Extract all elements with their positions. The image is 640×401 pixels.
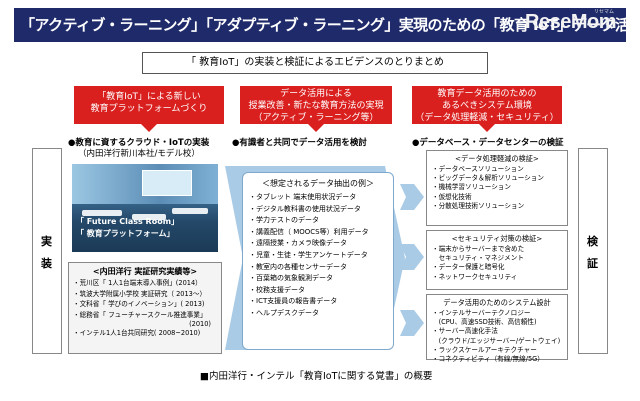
photo-desk	[132, 214, 166, 220]
title-bar: 「アクティブ・ラーニング」「アダプティブ・ラーニング」実現のための「教育 IoT…	[14, 8, 640, 42]
panel-item: セキュリティ・マネジメント	[432, 254, 524, 263]
pillar-data-use-arrow	[308, 124, 324, 132]
photo-caption-1: 「 Future Class Room」	[76, 217, 180, 226]
pillar-platform-arrow	[141, 124, 157, 132]
panel-data-processing: <データ処理軽減の検証> ・データベースソリューション ・ビッグデータ＆解析ソリ…	[426, 150, 568, 226]
summary-box: 「 教育IoT」の実装と検証によるエビデンスのとりまとめ	[142, 52, 488, 74]
data-examples-title: ＜想定されるデータ抽出の例＞	[262, 179, 374, 188]
col-label-datacenter: ●データベース・データセンターの検証	[412, 138, 564, 148]
data-example-item: ・タブレット 端末使用状況データ	[249, 193, 357, 201]
data-example-item: ・児童・生徒・学生アンケートデータ	[249, 250, 368, 259]
pillar-system-line3: （データ処理軽減・セキュリティ）	[415, 113, 559, 123]
data-example-item: ・デジタル教科書の使用状況データ	[249, 204, 361, 213]
panel-item: (クラウド/エッジサーバー/ゲートウェイ)	[432, 336, 561, 345]
arrow-right-icon	[400, 184, 424, 210]
pillar-system: 教育データ活用のための あるべきシステム環境 （データ処理軽減・セキュリティ）	[412, 86, 562, 124]
panel-item: ・ビッグデータ＆解析ソリューション	[432, 174, 544, 183]
arrow-right-icon	[400, 310, 424, 336]
data-example-item: ・ICT支援員の報告書データ	[249, 297, 338, 306]
side-verification-char1: 検	[587, 235, 598, 248]
pillar-system-arrow	[479, 124, 495, 132]
record-item: ・文科省「 学びのイノベーション」( 2013)	[73, 300, 205, 308]
panel-data-processing-title: <データ処理軽減の検証>	[455, 154, 539, 163]
data-example-item: ・講義配信（ MOOCS等）利用データ	[249, 227, 369, 236]
panel-system-design-title: データ活用のためのシステム設計	[443, 298, 551, 307]
pillar-platform-line2: 教育プラットフォームづくり	[90, 104, 208, 114]
pillar-platform: 「教育IoT」による新しい 教育プラットフォームづくり	[74, 86, 224, 124]
record-item: ・筑波大学附属小学校 実証研究（ 2013～）	[73, 289, 207, 298]
data-example-item: ・教室内の各種センサーデータ	[249, 262, 347, 271]
photo-desk	[172, 208, 208, 214]
data-examples-box: ＜想定されるデータ抽出の例＞ ・タブレット 端末使用状況データ ・デジタル教科書…	[242, 172, 394, 350]
pillar-data-use-line3: （アクティブ・ラーニング等）	[253, 113, 379, 123]
side-implementation-char2: 装	[41, 257, 52, 270]
data-example-item: ・校務支援データ	[249, 285, 305, 294]
record-title: <内田洋行 実証研究実績等>	[92, 267, 198, 276]
panel-item: ・コネクティビティ（有線/無線/5G）	[432, 355, 544, 364]
pillar-platform-line1: 「教育IoT」による新しい	[97, 92, 201, 102]
record-item: ・荒川区「 1人1台端末導入事例」(2014）	[73, 279, 202, 287]
col-label-implementation: ●教育に資するクラウド・IoTの実装	[68, 138, 210, 148]
panel-item: ・端末からサーバーまで含めた	[432, 245, 525, 253]
research-record-box: <内田洋行 実証研究実績等> ・荒川区「 1人1台端末導入事例」(2014） ・…	[68, 262, 222, 354]
page-title: 「アクティブ・ラーニング」「アダプティブ・ラーニング」実現のための「教育 IoT…	[20, 16, 640, 34]
classroom-photo: 「 Future Class Room」 「 教育プラットフォーム」	[72, 164, 218, 252]
side-verification-char2: 証	[587, 257, 598, 270]
panel-security: <セキュリティ対策の検証> ・端末からサーバーまで含めた セキュリティ・マネジメ…	[426, 230, 568, 290]
data-example-item: ・学力テストのデータ	[249, 216, 319, 225]
panel-item: ・仮想化技術	[432, 192, 472, 201]
side-box-verification: 検 証	[578, 148, 608, 354]
photo-screen	[142, 170, 192, 196]
panel-item: (CPU、高速SSD技術、高信頼性)	[432, 318, 537, 327]
figure-caption: ■内田洋行・インテル「教育IoTに関する覚書」の概要	[200, 371, 433, 382]
side-box-implementation: 実 装	[32, 148, 62, 354]
pillar-data-use-line1: データ活用による	[280, 89, 352, 99]
panel-item: ・機械学習ソリューション	[432, 183, 511, 192]
pillar-data-use: データ活用による 授業改善・新たな教育方法の実現 （アクティブ・ラーニング等）	[240, 86, 392, 124]
data-example-item: ・百葉箱の気象観測データ	[249, 274, 333, 283]
pillar-data-use-line2: 授業改善・新たな教育方法の実現	[248, 101, 384, 111]
panel-item: ・分散処理技術ソリューション	[432, 201, 525, 210]
resemom-logo-sub: リセマム	[593, 9, 614, 15]
side-implementation-char1: 実	[41, 235, 52, 248]
data-example-item: ・ヘルプデスクデータ	[249, 308, 319, 317]
panel-security-title: <セキュリティ対策の検証>	[451, 234, 543, 243]
arrow-right-icon	[400, 244, 424, 270]
panel-item: ・データベースソリューション	[432, 165, 524, 173]
panel-system-design: データ活用のためのシステム設計 ・インテルサーバーテクノロジー (CPU、高速S…	[426, 294, 568, 363]
col-label-implementation-sub: （内田洋行新川本社/モデル校）	[78, 149, 200, 159]
data-example-item: ・遠隔授業・カメラ映像データ	[249, 239, 347, 248]
panel-item: ・サーバー高速化手法	[432, 327, 498, 336]
record-item: ・総務省「 フューチャースクール推進事業」	[73, 310, 207, 319]
pillar-system-line2: あるべきシステム環境	[442, 101, 532, 111]
panel-item: ・ラックスケールアーキテクチャー	[432, 345, 537, 354]
photo-caption-2: 「 教育プラットフォーム」	[76, 229, 175, 238]
panel-item: ・インテルサーバーテクノロジー	[432, 309, 531, 317]
resemom-logo: ReseMom	[525, 11, 616, 33]
record-item: ・インテル1人1台共同研究( 2008~2010)	[73, 329, 201, 337]
panel-item: ・ネットワークセキュリティ	[432, 272, 518, 281]
col-label-data-study: ●有識者と共同でデータ活用を検討	[232, 138, 367, 148]
panel-item: ・データー保護と暗号化	[432, 263, 505, 272]
photo-desk	[82, 210, 122, 216]
record-item: (2010)	[189, 320, 211, 328]
pillar-system-line1: 教育データ活用のための	[437, 89, 537, 99]
